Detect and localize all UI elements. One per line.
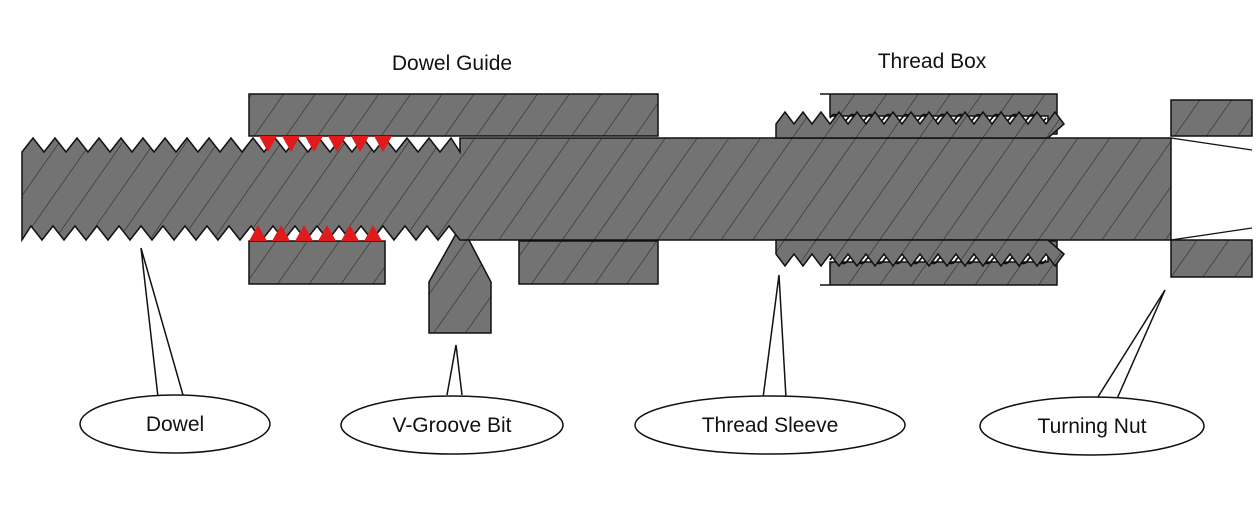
turning-nut-callout-pointer	[1095, 289, 1166, 402]
v-groove-bit-callout-pointer	[446, 344, 463, 396]
dowel-callout: Dowel	[79, 247, 271, 454]
dowel-callout-pointer	[140, 247, 184, 398]
thread-sleeve-callout-label: Thread Sleeve	[702, 414, 839, 437]
thread-sleeve	[775, 110, 1066, 268]
dowel	[21, 136, 1172, 243]
cut-thread-marker-top	[259, 136, 277, 152]
thread-box-bottom-threads	[829, 255, 1047, 265]
dowel-guide-label: Dowel Guide	[392, 52, 512, 75]
v-groove-bit-callout-label: V-Groove Bit	[392, 414, 511, 437]
thread-sleeve-callout-pointer	[762, 274, 787, 399]
cut-thread-marker-bottom	[364, 225, 382, 241]
thread-sleeve-callout-bubble	[634, 395, 906, 455]
cut-thread-markers	[249, 136, 392, 241]
turning-nut	[1170, 99, 1253, 278]
thread-box-label: Thread Box	[878, 50, 987, 73]
cut-thread-marker-bottom	[318, 225, 336, 241]
dowel-callout-label: Dowel	[146, 413, 204, 436]
cut-thread-marker-top	[351, 136, 369, 152]
cut-thread-marker-bottom	[249, 225, 267, 241]
cut-thread-marker-bottom	[341, 225, 359, 241]
cut-thread-marker-top	[328, 136, 346, 152]
turning-nut-bore-top-line	[1170, 137, 1253, 151]
v-groove-bit	[428, 223, 492, 334]
thread-box-top-threads	[829, 113, 1047, 123]
turning-nut-callout: Turning Nut	[979, 289, 1205, 456]
dowel-guide-top-block	[248, 93, 659, 137]
dowel-guide-bottom-right-block	[518, 240, 659, 285]
turning-nut-bore-bottom-line	[1170, 227, 1253, 241]
cut-thread-marker-top	[305, 136, 323, 152]
v-groove-bit-callout-bubble	[340, 395, 564, 455]
turning-nut-callout-bubble	[979, 396, 1205, 456]
dowel-guide	[248, 93, 659, 285]
cut-thread-marker-bottom	[295, 225, 313, 241]
dowel-callout-bubble	[79, 394, 271, 454]
dowel-guide-bottom-left-block	[248, 240, 386, 285]
cut-thread-marker-bottom	[272, 225, 290, 241]
cut-thread-marker-top	[374, 136, 392, 152]
cut-thread-marker-top	[282, 136, 300, 152]
turning-nut-top	[1170, 99, 1253, 137]
turning-nut-bottom	[1170, 239, 1253, 278]
v-groove-bit-callout: V-Groove Bit	[340, 344, 564, 455]
thread-sleeve-callout: Thread Sleeve	[634, 274, 906, 455]
turning-nut-callout-label: Turning Nut	[1038, 415, 1147, 438]
